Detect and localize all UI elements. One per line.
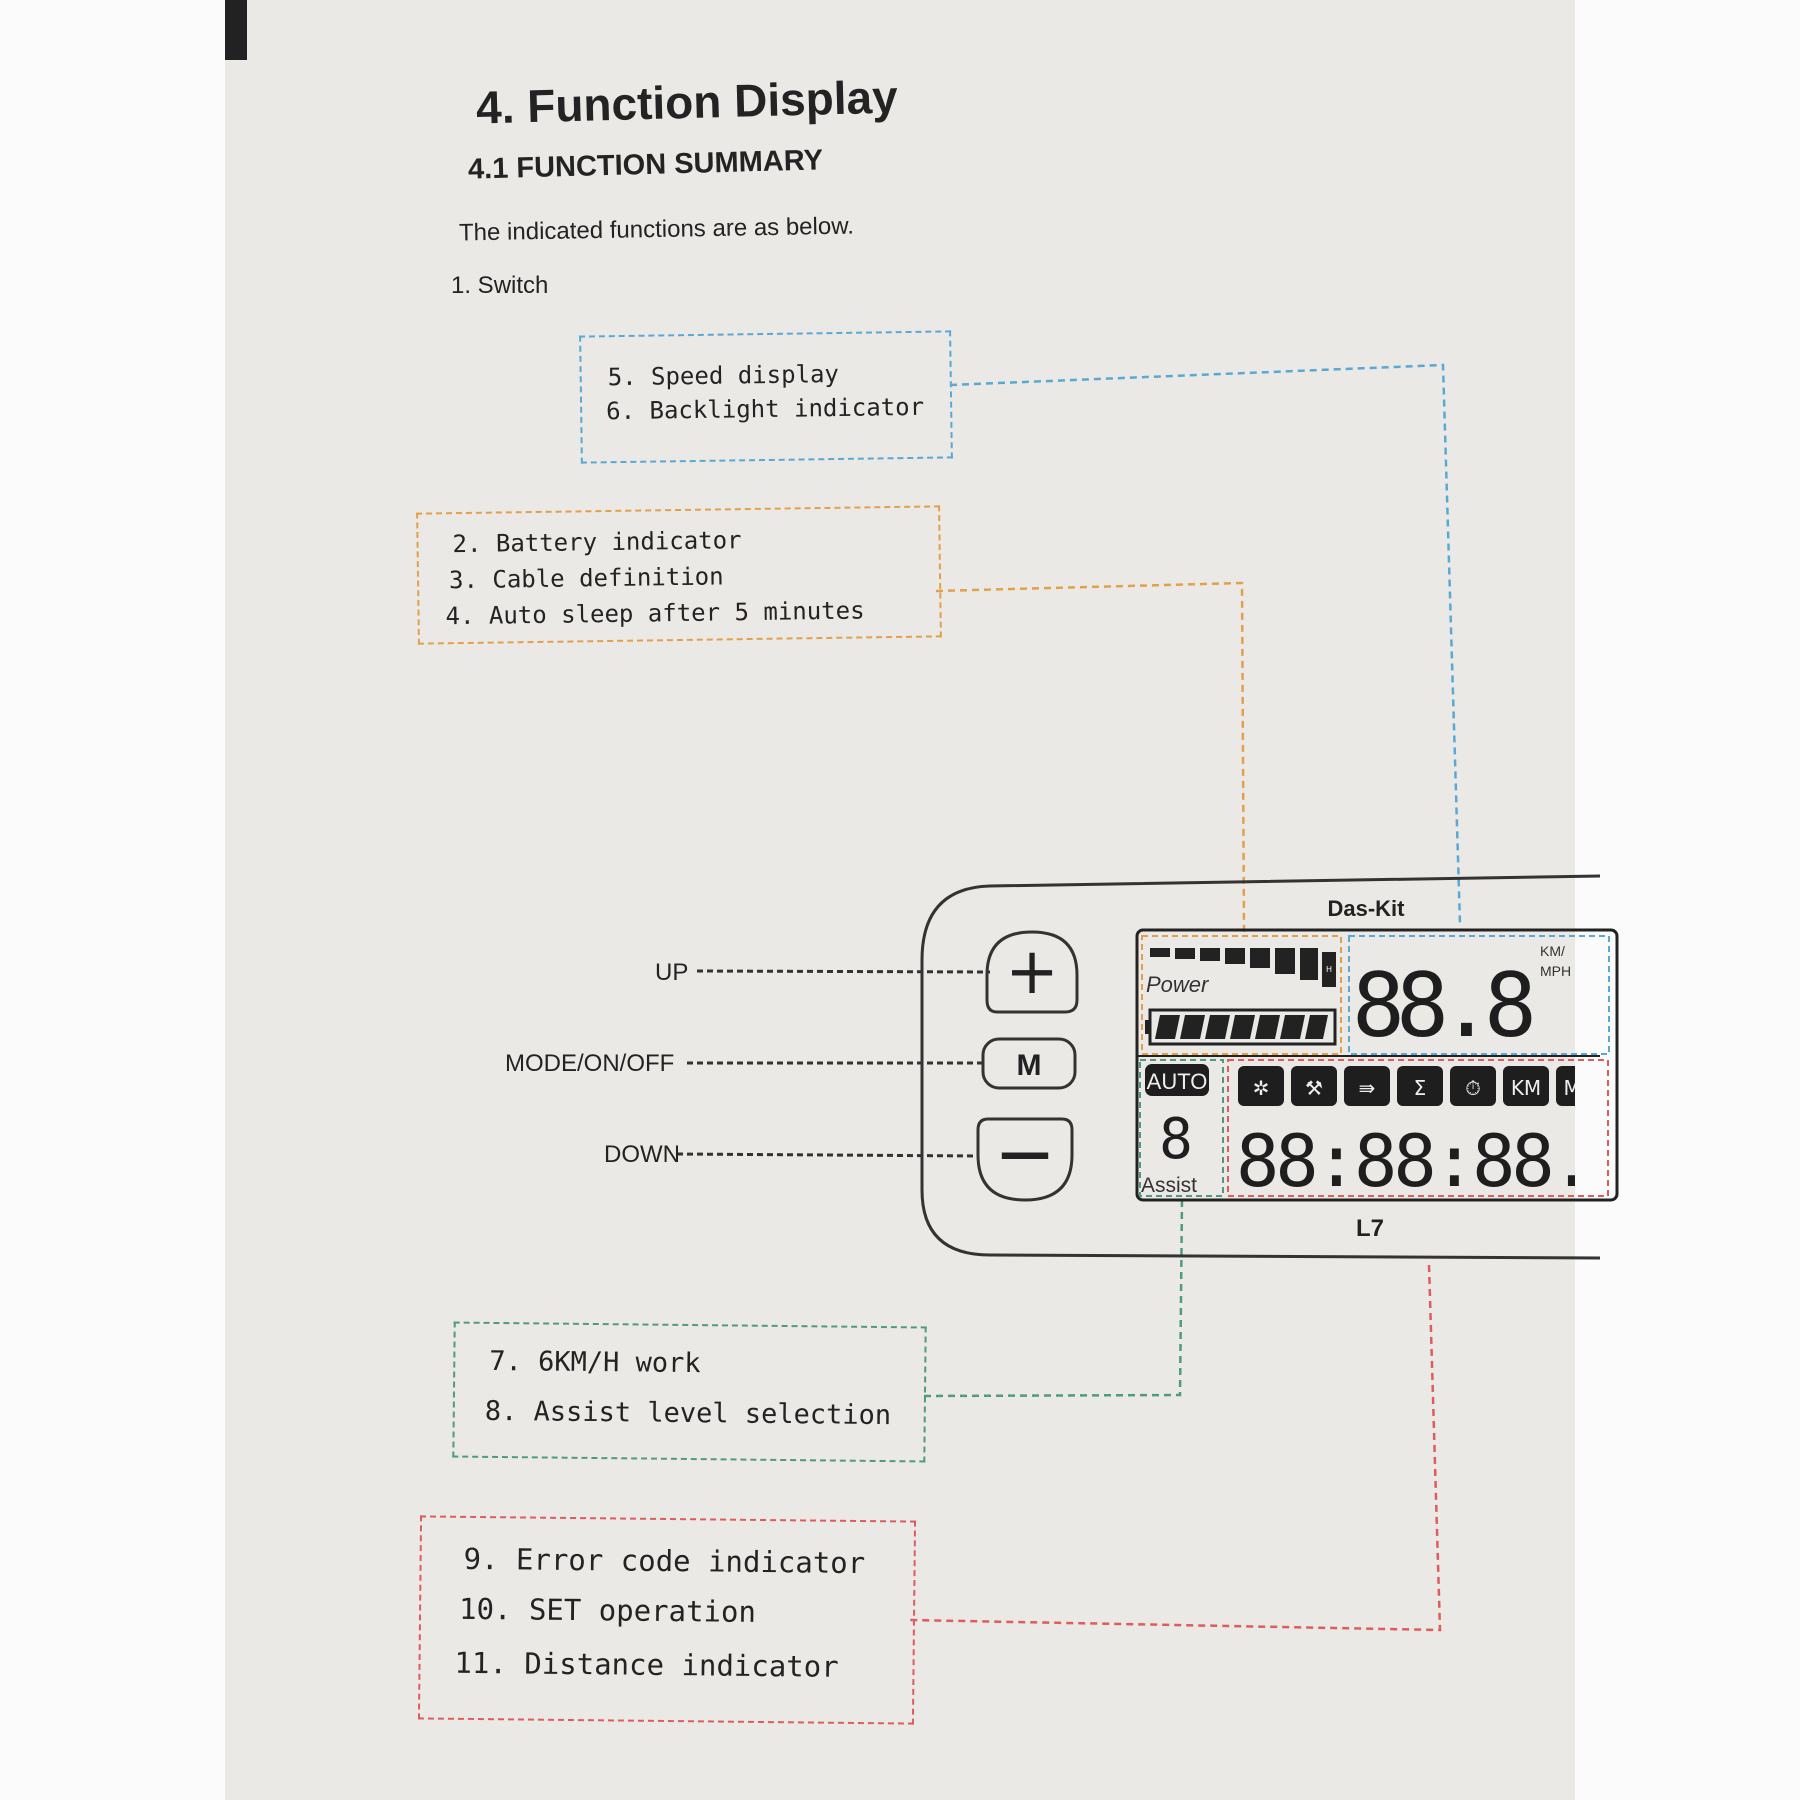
- km-icon: [1503, 1066, 1549, 1106]
- down-label: DOWN: [604, 1141, 680, 1168]
- speed-digits: 88.8: [1352, 954, 1532, 1057]
- auto-badge: [1145, 1064, 1209, 1096]
- assist-digit: 8: [1159, 1107, 1193, 1172]
- display-housing: [920, 874, 1601, 1260]
- photo-edge: [225, 0, 247, 60]
- light-icon: [1238, 1066, 1284, 1106]
- model-label: L7: [1356, 1215, 1384, 1242]
- power-h-label: H: [1326, 965, 1332, 974]
- lcd-green-region: [1139, 1059, 1224, 1197]
- sigma-icon: [1397, 1066, 1443, 1106]
- up-leader: [696, 969, 991, 974]
- mode-button[interactable]: M: [981, 1037, 1077, 1090]
- blue-leader-line: [949, 363, 1462, 925]
- document-page: [225, 0, 1575, 1800]
- orange-leader-line: [935, 581, 1246, 933]
- icon-glyph: Σ: [1414, 1076, 1427, 1100]
- walk-assist-icon: [1344, 1066, 1390, 1106]
- green-leader-line: [923, 1199, 1184, 1398]
- mode-label: MODE/ON/OFF: [505, 1050, 675, 1077]
- speed-unit-km: KM/: [1540, 943, 1565, 959]
- power-label: Power: [1146, 972, 1210, 997]
- red-leader-line: [908, 1264, 1442, 1632]
- speed-unit-mph: MPH: [1540, 963, 1571, 979]
- assist-label: Assist: [1141, 1174, 1197, 1197]
- m-icon: M: [1017, 1049, 1042, 1082]
- brand-label: Das-Kit: [1327, 896, 1405, 921]
- lcd-orange-region: [1141, 935, 1342, 1055]
- lcd-blue-region: [1348, 935, 1610, 1055]
- icon-glyph: ⇛: [1359, 1076, 1376, 1100]
- battery-icon: [1145, 1008, 1337, 1046]
- lcd-red-region: [1227, 1059, 1609, 1197]
- plus-icon: +: [1005, 935, 1059, 1009]
- icon-glyph: KM: [1511, 1076, 1541, 1100]
- up-label: UP: [655, 959, 689, 986]
- up-button[interactable]: +: [985, 930, 1079, 1014]
- icon-glyph: MA: [1564, 1076, 1595, 1100]
- down-leader: [676, 1152, 979, 1158]
- ma-icon: [1556, 1066, 1575, 1106]
- down-button[interactable]: —: [976, 1117, 1074, 1202]
- power-bars: [1150, 948, 1336, 987]
- icon-glyph: ⏱: [1465, 1076, 1481, 1100]
- icon-glyph: ✲: [1253, 1076, 1270, 1100]
- item-switch: 1. Switch: [451, 272, 549, 299]
- distance-digits: 88:88:88.8: [1236, 1119, 1629, 1203]
- lcd-frame: [1135, 928, 1619, 1202]
- wrench-icon: [1291, 1066, 1337, 1106]
- icon-glyph: ⚒: [1305, 1076, 1323, 1100]
- auto-label: AUTO: [1147, 1069, 1208, 1094]
- clock-icon: [1450, 1066, 1496, 1106]
- lcd-icon-row: ✲ ⚒ ⇛ Σ ⏱ KM MA: [1238, 1066, 1595, 1106]
- minus-icon: —: [999, 1123, 1051, 1183]
